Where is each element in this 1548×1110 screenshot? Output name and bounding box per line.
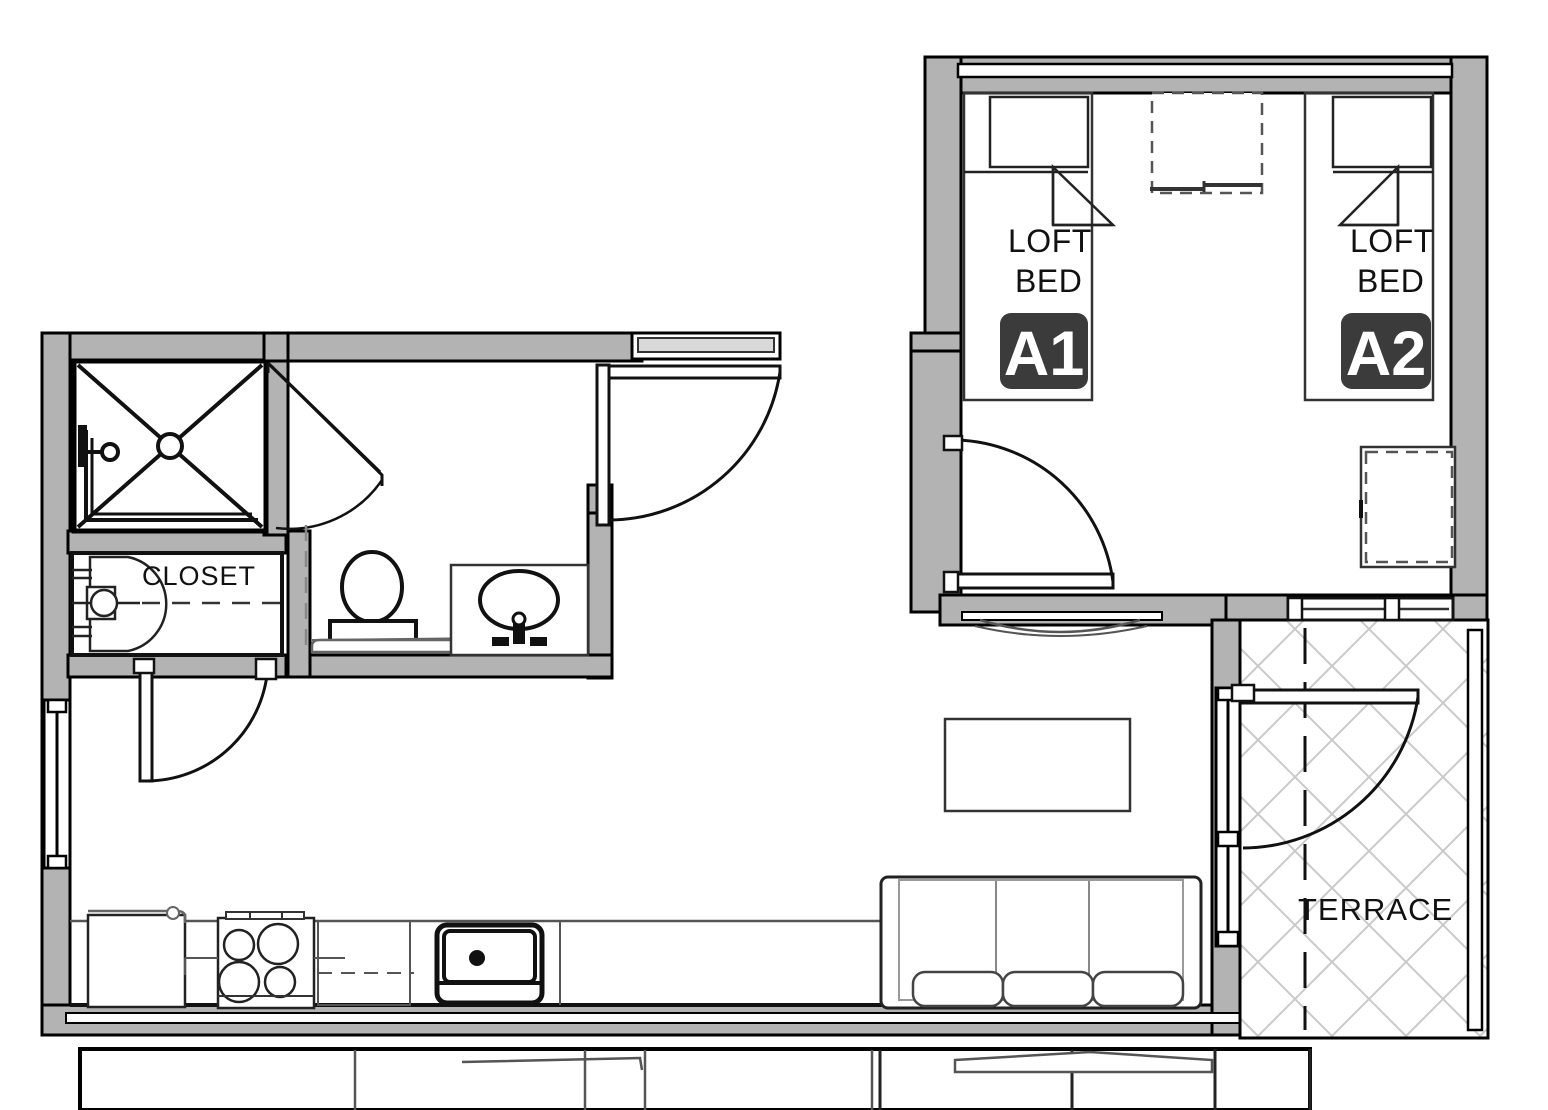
bedroom-sill-window	[961, 611, 1163, 637]
terrace-glazing	[1214, 686, 1242, 948]
closet-a2	[1359, 445, 1457, 569]
badge-a1: A1	[1000, 313, 1088, 389]
kitchen-sink	[434, 922, 545, 1006]
bedroom-a1: LOFT BED A1	[962, 91, 1117, 402]
badge-a2: A2	[1341, 313, 1431, 389]
wall-detail-ticks	[262, 331, 963, 363]
closet-room: CLOSET	[70, 551, 284, 657]
living-area	[879, 717, 1203, 1010]
center-closet	[1150, 91, 1264, 195]
terrace-header-window	[1286, 596, 1455, 622]
refrigerator	[86, 906, 187, 1009]
coffee-table	[943, 717, 1132, 813]
bedroom-door	[942, 434, 1115, 594]
shower-stall	[71, 358, 384, 534]
bathroom-fixtures	[304, 525, 590, 657]
kitchen	[70, 906, 1000, 1010]
vanity-sink	[449, 563, 590, 657]
bathroom-door	[595, 363, 611, 527]
sofa	[879, 875, 1203, 1010]
doors-group	[132, 331, 1455, 850]
loft-a1-label-line2: BED	[1015, 263, 1082, 299]
bottom-exterior-window	[65, 1012, 1297, 1024]
range-stove	[184, 911, 345, 1010]
kitchen-cabinets	[317, 920, 414, 1006]
loft-a1-label-line1: LOFT	[1008, 223, 1092, 259]
bottom-adjacent-unit	[78, 1047, 1312, 1110]
water-heater	[72, 555, 168, 653]
top-exterior-window	[956, 62, 1454, 79]
terrace-area: TERRACE	[1238, 618, 1490, 1040]
desk-a1	[964, 95, 1117, 227]
loft-a2-label-line1: LOFT	[1350, 223, 1434, 259]
badge-a2-text: A2	[1346, 319, 1427, 389]
left-exterior-window	[42, 698, 72, 870]
desk-a2	[1331, 95, 1433, 227]
loft-a2-label-line2: BED	[1357, 263, 1424, 299]
closet-label: CLOSET	[142, 561, 256, 591]
badge-a1-text: A1	[1004, 319, 1085, 389]
entry-door	[603, 331, 782, 522]
closet-door	[132, 657, 278, 783]
bedroom-a2: LOFT BED A2	[1303, 91, 1457, 569]
terrace-door	[1230, 683, 1420, 850]
terrace-label: TERRACE	[1298, 892, 1453, 927]
